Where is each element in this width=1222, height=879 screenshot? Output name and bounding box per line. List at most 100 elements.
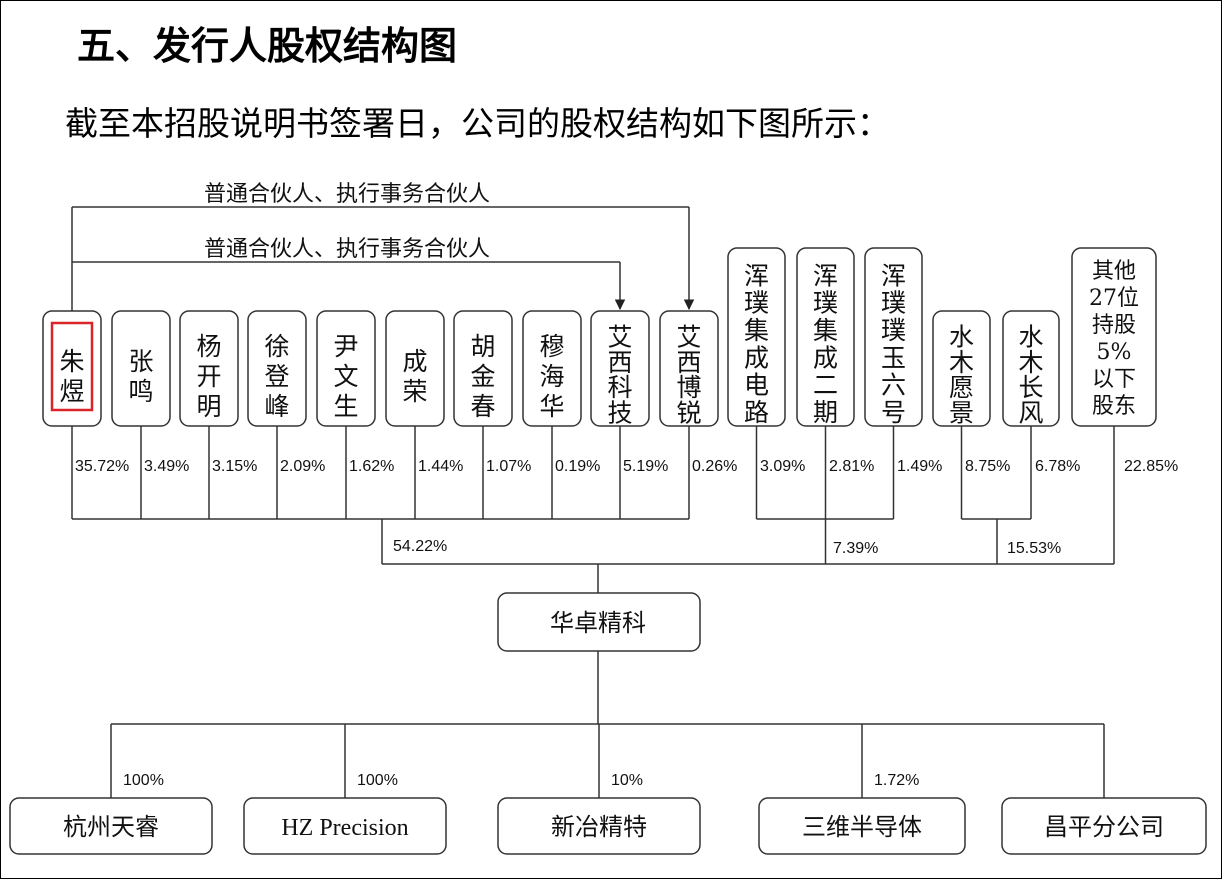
ownership-pct-shuimu-cf: 6.78% (1035, 458, 1080, 475)
shareholder-name-char: 璞 (813, 289, 838, 318)
group-total-founders: 54.22% (393, 538, 447, 555)
shareholder-name-char: 西 (676, 348, 701, 377)
ownership-pct-shuimu-yj: 8.75% (965, 458, 1010, 475)
shareholder-name-line: 以下 (1092, 367, 1136, 392)
shareholder-name-char: 荣 (402, 377, 427, 406)
highlight-frame (50, 321, 94, 412)
intro-text: 截至本招股说明书签署日，公司的股权结构如下图所示： (65, 104, 890, 143)
shareholder-name-char: 成 (744, 343, 769, 372)
shareholder-name-char: 明 (196, 392, 221, 421)
section-heading: 五、发行人股权结构图 (77, 24, 458, 68)
shareholder-name-char: 六 (881, 371, 906, 400)
shareholder-name-char: 鸣 (128, 377, 153, 406)
shareholder-name-char: 技 (607, 398, 632, 427)
shareholder-name-char: 峰 (264, 392, 289, 421)
subsidiary-pct-hz-precision: 100% (357, 772, 398, 789)
subsidiary-box-xinye (497, 797, 701, 855)
shareholder-name-char: 艾 (676, 323, 701, 352)
shareholder-name-char: 集 (744, 316, 769, 345)
ownership-pct-cheng: 1.44% (418, 458, 463, 475)
group-total-hunpu: 7.39% (833, 540, 878, 557)
subsidiary-name-changping: 昌平分公司 (1044, 813, 1164, 841)
shareholder-name-char: 生 (333, 392, 358, 421)
subsidiary-name-hangzhou: 杭州天睿 (63, 813, 159, 841)
shareholder-name-char: 长 (1018, 373, 1043, 402)
shareholder-name-char: 景 (949, 398, 974, 427)
shareholder-name-char: 璞 (881, 289, 906, 318)
subsidiary-box-sanwei (758, 797, 966, 855)
ownership-pct-hunpu-16: 1.49% (897, 458, 942, 475)
shareholder-name-char: 煜 (59, 377, 84, 406)
shareholder-name-char: 登 (264, 362, 289, 391)
shareholder-name-char: 金 (470, 362, 495, 391)
shareholder-name-char: 徐 (264, 332, 289, 361)
company-box (497, 592, 701, 652)
shareholder-name-char: 锐 (676, 398, 701, 427)
shareholder-name-char: 成 (813, 343, 838, 372)
shareholder-name-char: 科 (607, 373, 632, 402)
ownership-pct-yin: 1.62% (349, 458, 394, 475)
shareholder-name-char: 开 (196, 362, 221, 391)
ownership-pct-zhang: 3.49% (144, 458, 189, 475)
shareholder-name-char: 木 (949, 348, 974, 377)
subsidiary-name-sanwei: 三维半导体 (802, 813, 922, 841)
ownership-pct-hu: 1.07% (486, 458, 531, 475)
subsidiary-pct-hangzhou: 100% (123, 772, 164, 789)
shareholder-name-char: 艾 (607, 323, 632, 352)
shareholder-name-char: 愿 (949, 373, 974, 402)
shareholder-name-char: 浑 (881, 261, 906, 290)
shareholder-name-char: 文 (333, 362, 358, 391)
shareholder-name-char: 朱 (59, 347, 84, 376)
subsidiary-box-changping (1001, 797, 1207, 855)
shareholder-name-line: 其他 (1092, 259, 1136, 284)
gp-label-top: 普通合伙人、执行事务合伙人 (204, 182, 490, 207)
shareholder-name-line: 5% (1097, 340, 1132, 365)
subsidiary-pct-xinye: 10% (611, 772, 643, 789)
subsidiary-box-hangzhou (9, 797, 213, 855)
shareholder-name-char: 路 (744, 398, 769, 427)
ownership-pct-aixi-keji: 5.19% (623, 458, 668, 475)
shareholder-name-char: 成 (402, 347, 427, 376)
ownership-pct-others: 22.85% (1124, 458, 1178, 475)
shareholder-name-char: 期 (813, 398, 838, 427)
shareholder-name-char: 杨 (196, 332, 221, 361)
shareholder-name-char: 浑 (813, 261, 838, 290)
shareholder-name-char: 博 (676, 373, 701, 402)
shareholder-name-char: 胡 (470, 332, 495, 361)
shareholder-name-char: 春 (470, 392, 495, 421)
shareholder-name-char: 水 (949, 323, 974, 352)
ownership-pct-xu: 2.09% (280, 458, 325, 475)
shareholder-name-char: 穆 (539, 332, 564, 361)
subsidiary-box-hz-precision (243, 797, 447, 855)
ownership-pct-yang: 3.15% (212, 458, 257, 475)
shareholder-name-char: 集 (813, 316, 838, 345)
shareholder-name-char: 璞 (881, 316, 906, 345)
shareholder-name-char: 华 (539, 392, 564, 421)
shareholder-name-char: 号 (881, 398, 906, 427)
shareholder-name-char: 风 (1018, 398, 1043, 427)
shareholder-name-char: 璞 (744, 289, 769, 318)
subsidiary-pct-sanwei: 1.72% (874, 772, 919, 789)
subsidiary-name-hz-precision: HZ Precision (281, 815, 408, 841)
shareholder-name-line: 持股 (1092, 313, 1136, 338)
subsidiary-name-xinye: 新冶精特 (551, 813, 647, 841)
ownership-pct-hunpu-2: 2.81% (829, 458, 874, 475)
gp-label-bottom: 普通合伙人、执行事务合伙人 (204, 237, 490, 262)
ownership-pct-zhu: 35.72% (75, 458, 129, 475)
group-total-shuimu: 15.53% (1007, 540, 1061, 557)
shareholder-name-line: 27位 (1089, 286, 1139, 311)
shareholder-name-char: 西 (607, 348, 632, 377)
ownership-pct-hunpu-ic: 3.09% (760, 458, 805, 475)
shareholder-name-char: 尹 (333, 332, 358, 361)
shareholder-name-char: 电 (744, 371, 769, 400)
shareholder-name-char: 海 (539, 362, 564, 391)
shareholder-name-char: 木 (1018, 348, 1043, 377)
shareholder-name-char: 张 (128, 347, 153, 376)
shareholder-name-char: 二 (813, 371, 838, 400)
shareholder-name-char: 水 (1018, 323, 1043, 352)
shareholder-name-char: 浑 (744, 261, 769, 290)
ownership-pct-aixi-borui: 0.26% (692, 458, 737, 475)
shareholder-name-char: 玉 (881, 343, 906, 372)
